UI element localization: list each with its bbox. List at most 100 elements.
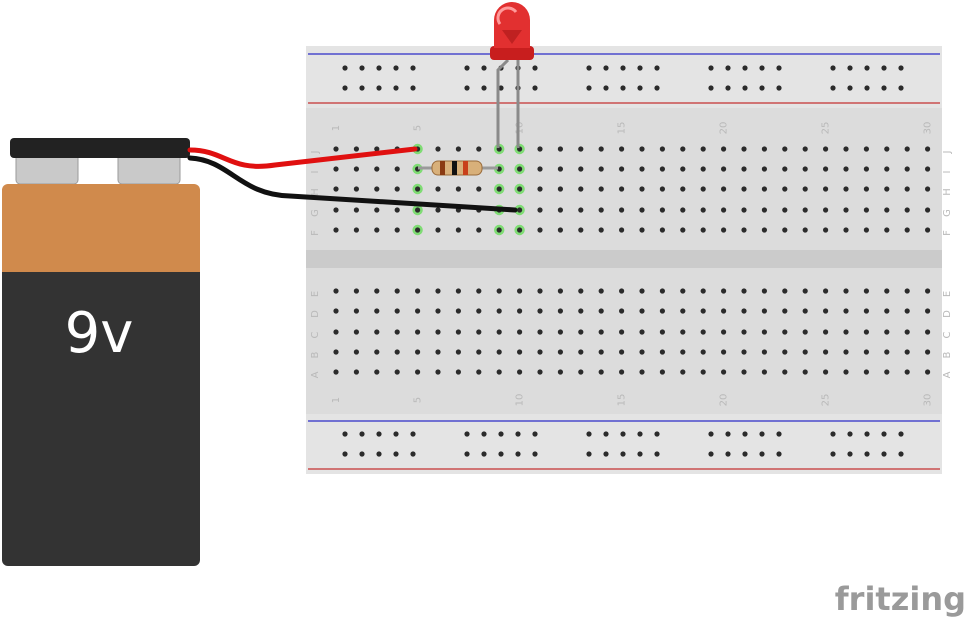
hole: [925, 146, 931, 152]
resistor-band-2: [452, 161, 457, 175]
hole: [455, 369, 461, 375]
hole: [496, 227, 502, 233]
hole: [557, 329, 564, 335]
hole: [904, 207, 910, 213]
rail-hole: [654, 451, 660, 457]
rail-hole: [881, 65, 887, 71]
led: [490, 2, 534, 148]
rail-hole: [830, 65, 836, 71]
hole: [925, 166, 931, 172]
hole: [884, 227, 890, 233]
rail-hole: [532, 85, 538, 91]
hole: [333, 227, 339, 233]
hole: [680, 166, 686, 172]
hole: [925, 186, 931, 192]
hole: [639, 227, 645, 233]
hole: [925, 349, 931, 355]
row-letter-left: F: [310, 230, 321, 236]
hole: [782, 308, 788, 314]
rail-hole: [637, 431, 643, 437]
rail-hole: [881, 85, 887, 91]
hole: [557, 146, 564, 152]
rail-hole: [847, 65, 853, 71]
rail-hole: [620, 431, 626, 437]
hole: [884, 207, 890, 213]
hole: [394, 207, 400, 213]
hole: [680, 186, 686, 192]
hole: [394, 329, 400, 335]
hole: [802, 288, 808, 294]
hole: [455, 146, 461, 152]
hole: [557, 369, 564, 375]
hole: [598, 329, 604, 335]
hole: [374, 308, 380, 314]
rail-hole: [742, 431, 748, 437]
hole: [517, 329, 523, 335]
hole: [517, 308, 523, 314]
rail-hole: [481, 85, 487, 91]
hole: [659, 329, 666, 335]
rail-hole: [776, 431, 782, 437]
hole: [353, 166, 359, 172]
hole: [619, 349, 625, 355]
hole: [700, 308, 706, 314]
hole: [639, 207, 645, 213]
rail-hole: [881, 431, 887, 437]
battery-band-edge: [2, 272, 200, 280]
hole: [435, 349, 441, 355]
hole: [700, 207, 706, 213]
hole: [925, 288, 931, 294]
rail-hole: [603, 431, 609, 437]
column-number-top: 20: [719, 122, 730, 135]
hole: [517, 288, 523, 294]
hole: [741, 369, 747, 375]
rail-hole: [864, 85, 870, 91]
rail-hole: [637, 451, 643, 457]
hole: [435, 308, 441, 314]
row-letter-left: I: [310, 171, 321, 174]
hole: [802, 207, 808, 213]
hole: [557, 288, 564, 294]
hole: [863, 207, 870, 213]
rail-hole: [393, 451, 399, 457]
rail-hole: [481, 65, 487, 71]
hole: [374, 288, 380, 294]
hole: [680, 207, 686, 213]
rail-hole: [586, 451, 592, 457]
rail-hole: [830, 451, 836, 457]
hole: [741, 186, 747, 192]
hole: [394, 369, 400, 375]
rail-hole: [881, 451, 887, 457]
hole: [496, 288, 502, 294]
hole: [843, 308, 849, 314]
resistor: [418, 160, 498, 176]
wire-positive: [187, 146, 418, 169]
hole: [700, 166, 706, 172]
hole: [863, 349, 870, 355]
row-letter-right: J: [942, 151, 953, 155]
rail-hole: [532, 451, 538, 457]
hole: [578, 166, 584, 172]
row-letter-right: C: [942, 331, 953, 338]
row-letter-left: D: [310, 310, 321, 318]
rail-hole: [654, 65, 660, 71]
hole: [353, 227, 359, 233]
hole: [598, 288, 604, 294]
hole: [741, 207, 747, 213]
hole: [578, 186, 584, 192]
hole: [823, 369, 829, 375]
hole: [925, 329, 931, 335]
hole: [721, 186, 727, 192]
hole: [884, 369, 890, 375]
hole: [843, 207, 849, 213]
column-number-top: 5: [413, 125, 424, 131]
rail-hole: [898, 65, 904, 71]
hole: [782, 369, 788, 375]
rail-hole: [498, 85, 504, 91]
rail-hole: [464, 85, 470, 91]
hole: [884, 329, 890, 335]
column-number-top: 1: [331, 125, 342, 131]
hole: [557, 349, 564, 355]
rail-hole: [586, 65, 592, 71]
hole: [680, 146, 686, 152]
